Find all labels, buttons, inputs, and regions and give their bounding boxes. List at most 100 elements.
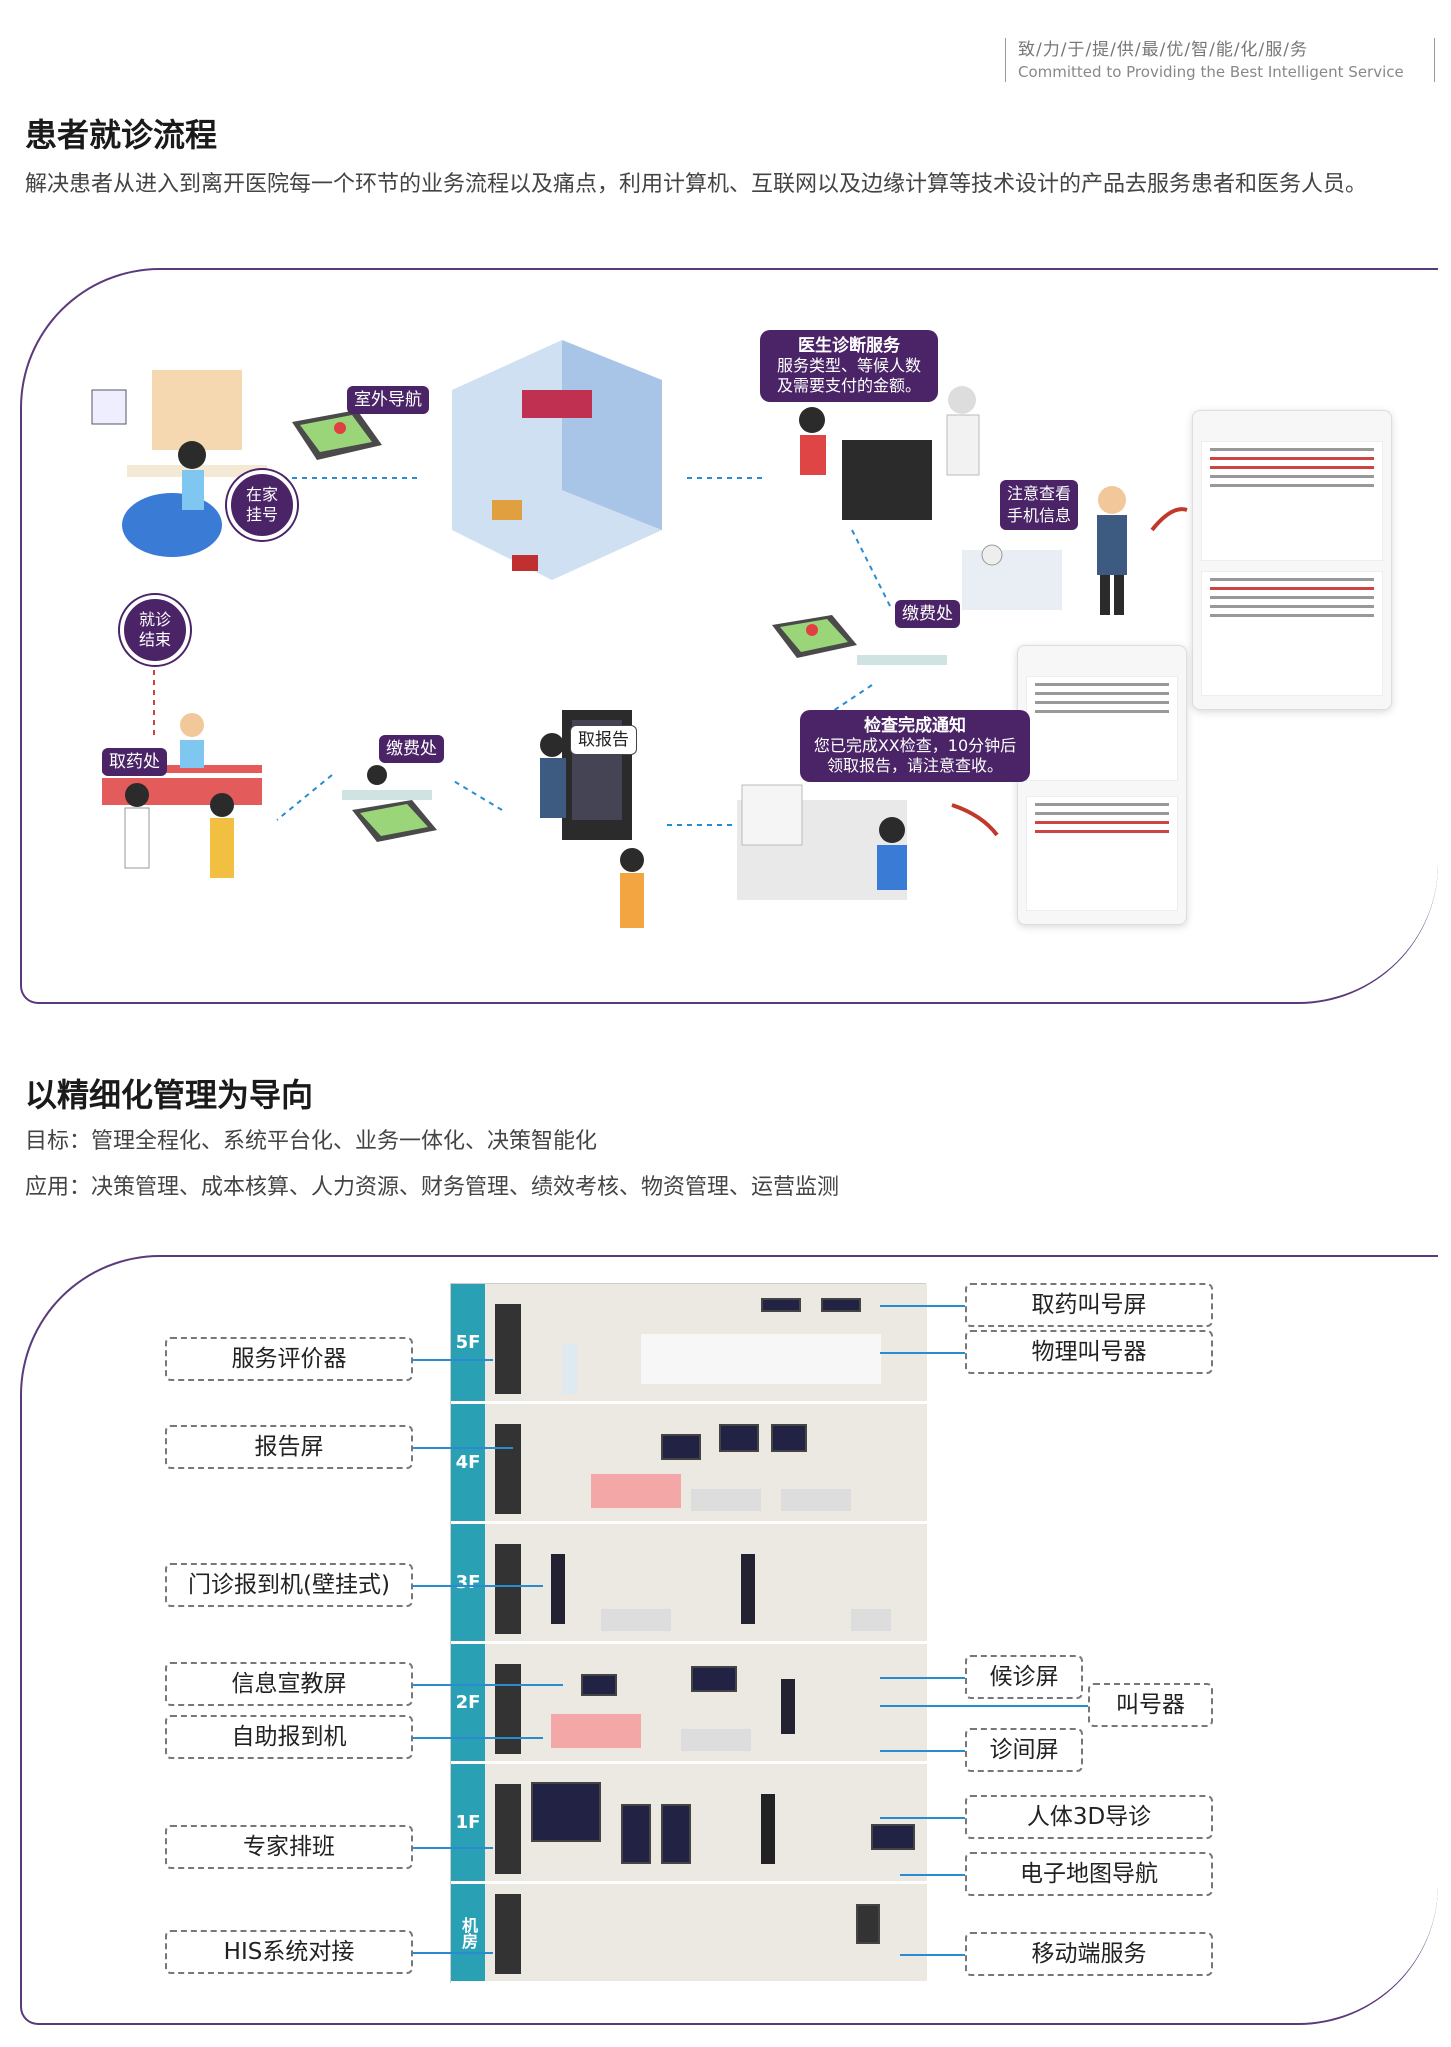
floor-5f: 5F [451,1284,927,1404]
display-screen [661,1434,701,1460]
tag-his-integration: HIS系统对接 [165,1930,413,1974]
kiosk [551,1554,565,1624]
payment-label-2: 缴费处 [379,735,444,763]
floor-machine-room: 机房 [451,1884,927,1984]
server-rack [495,1544,521,1634]
tag-report-screen: 报告屏 [165,1425,413,1469]
connector [880,1817,965,1819]
connector [880,1677,965,1679]
connector [413,1447,513,1449]
tag-pharmacy-call-screen: 取药叫号屏 [965,1283,1213,1327]
waiting-chairs [601,1609,671,1631]
get-report-label: 取报告 [570,725,637,755]
exam-complete-text: 您已完成XX检查，10分钟后领取报告，请注意查收。 [813,736,1017,775]
kiosk [563,1344,577,1394]
floor-3f: 3F [451,1524,927,1644]
connector [900,1874,965,1876]
tag-wall-checkin-kiosk: 门诊报到机(壁挂式) [165,1563,413,1607]
server-rack [495,1304,521,1394]
display-screen [821,1298,861,1312]
server-rack [495,1424,521,1514]
floor-4f: 4F [451,1404,927,1524]
floor-label-5f: 5F [451,1284,485,1401]
display-screen [719,1424,759,1452]
connector [880,1305,965,1307]
floor-label-3f: 3F [451,1524,485,1641]
tag-service-evaluator: 服务评价器 [165,1337,413,1381]
patient-flow-illustration [91,340,1188,928]
section2-apply: 应用：决策管理、成本核算、人力资源、财务管理、绩效考核、物资管理、运营监测 [25,1175,840,1200]
nurse-station [591,1474,681,1508]
section1-title: 患者就诊流程 [25,116,218,154]
waiting-chairs [691,1489,761,1511]
connector [900,1954,965,1956]
pharmacy-label: 取药处 [102,748,167,776]
waiting-chairs [681,1729,751,1751]
tag-physical-caller: 物理叫号器 [965,1330,1213,1374]
floor-2f: 2F [451,1644,927,1764]
exam-complete-bubble: 检查完成通知 您已完成XX检查，10分钟后领取报告，请注意查收。 [800,710,1030,782]
payment-label-1: 缴费处 [895,600,960,628]
display-screen [661,1804,691,1864]
tagline-cn: 致/力/于/提/供/最/优/智/能/化/服/务 [1018,40,1309,60]
outdoor-nav-label: 室外导航 [347,386,429,414]
waiting-chairs [781,1489,851,1511]
nurse-station [551,1714,641,1748]
tagline-en: Committed to Providing the Best Intellig… [1018,63,1404,81]
display-screen [581,1674,617,1696]
display-screen [761,1298,801,1312]
display-screen [531,1782,601,1842]
counter [641,1334,881,1384]
connector [413,1585,543,1587]
connector [413,1684,563,1686]
doctor-service-text: 服务类型、等候人数及需要支付的金额。 [776,356,921,395]
visit-end-text: 就诊 结束 [138,610,171,649]
display-screen [691,1666,737,1692]
kiosk [761,1794,775,1864]
display-screen [771,1424,807,1452]
tag-waiting-screen: 候诊屏 [965,1655,1083,1699]
doctor-service-bubble: 医生诊断服务 服务类型、等候人数及需要支付的金额。 [760,330,938,402]
home-register-text: 在家 挂号 [245,485,278,524]
building-cross-section: 5F 4F 3F 2F 1F [450,1283,927,1984]
patient-flow-frame: 在家 挂号 室外导航 医生诊断服务 服务类型、等候人数及需要支付的金额。 注意查… [20,268,1438,1004]
tag-info-screen: 信息宣教屏 [165,1662,413,1706]
section2-goal: 目标：管理全程化、系统平台化、业务一体化、决策智能化 [25,1129,598,1154]
floor-label-2f: 2F [451,1644,485,1761]
connector [880,1750,965,1752]
connector [413,1359,493,1361]
home-register-badge: 在家 挂号 [227,470,297,540]
floor-label-machine-room: 机房 [451,1884,485,1981]
floor-label-4f: 4F [451,1404,485,1521]
waiting-chairs [851,1609,891,1631]
phone-mockup-bottom [1017,645,1187,925]
server-rack [495,1664,521,1754]
section1-desc: 解决患者从进入到离开医院每一个环节的业务流程以及痛点，利用计算机、互联网以及边缘… [25,172,1368,197]
tag-3d-guide: 人体3D导诊 [965,1795,1213,1839]
floor-label-1f: 1F [451,1764,485,1881]
tag-self-checkin: 自助报到机 [165,1715,413,1759]
connector [880,1705,1088,1707]
kiosk [741,1554,755,1624]
server-rack [495,1894,521,1974]
phone-mockup-top [1192,410,1392,710]
connector [413,1847,493,1849]
connector [413,1952,493,1954]
display-screen [871,1824,915,1850]
kiosk [781,1679,795,1734]
display-screen [621,1804,651,1864]
header-tagline: 致/力/于/提/供/最/优/智/能/化/服/务 Committed to Pro… [1005,38,1435,82]
tag-expert-schedule: 专家排班 [165,1825,413,1869]
server-rack [495,1784,521,1874]
tag-map-navigation: 电子地图导航 [965,1852,1213,1896]
connector [413,1737,543,1739]
mobile-phone [856,1904,880,1944]
floor-1f: 1F [451,1764,927,1884]
check-phone-label: 注意查看 手机信息 [1000,480,1079,530]
visit-end-badge: 就诊 结束 [120,595,190,665]
connector [880,1352,965,1354]
doctor-service-title: 医生诊断服务 [798,336,900,356]
tag-mobile-service: 移动端服务 [965,1932,1213,1976]
tag-caller: 叫号器 [1088,1683,1213,1727]
tag-clinic-screen: 诊间屏 [965,1728,1083,1772]
